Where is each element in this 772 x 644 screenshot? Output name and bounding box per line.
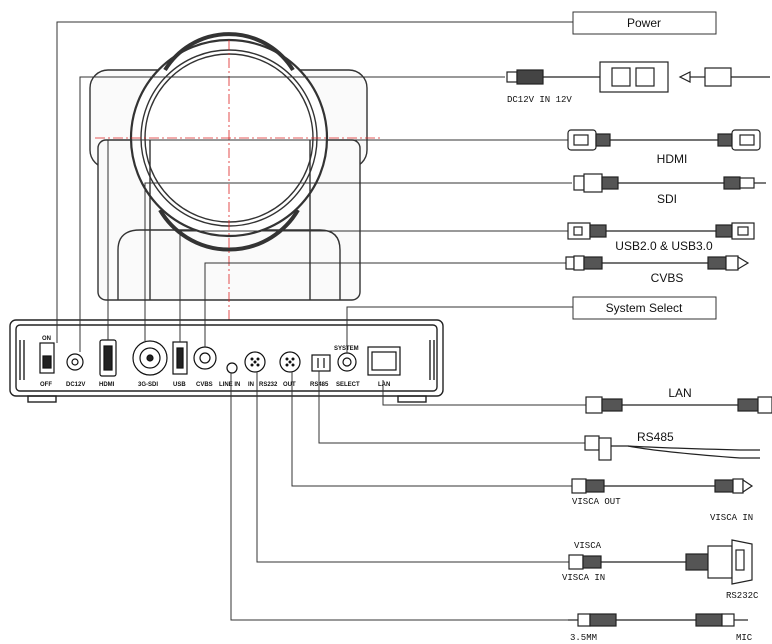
camera-base — [9, 319, 444, 403]
dc-leader — [79, 76, 505, 352]
center-lines — [95, 40, 380, 320]
leader-lines — [56, 21, 586, 621]
sdi-cable — [573, 173, 766, 193]
hdmi-leader — [107, 139, 568, 340]
dc-cable-label: DC12V IN 12V — [507, 95, 572, 105]
label-in: IN — [248, 382, 254, 388]
line-in-port — [226, 362, 238, 374]
label-rs232: RS232 — [259, 382, 278, 388]
label-out: OUT — [283, 382, 296, 388]
power-leader — [56, 21, 573, 343]
visca-out-leader — [291, 372, 572, 487]
rs232-pins — [250, 357, 295, 367]
visca-in-right-label: VISCA IN — [710, 513, 753, 523]
system-select-box — [572, 296, 717, 320]
cvbs-cable-label: CVBS — [651, 271, 684, 285]
visca-in-left-label: VISCA IN — [562, 573, 605, 583]
camera-head — [89, 32, 368, 301]
usb-leader — [179, 230, 568, 342]
label-usb: USB — [173, 382, 186, 388]
rs485-leader — [318, 371, 585, 444]
label-rs485: RS485 — [310, 382, 329, 388]
rs485-port — [311, 354, 331, 372]
label-off: OFF — [40, 382, 52, 388]
rs232-in-port — [244, 351, 266, 373]
visca-rs232-cable — [568, 539, 753, 585]
visca-in-leader — [256, 372, 569, 563]
lan-port — [367, 346, 401, 376]
rs485-cable-label: RS485 — [637, 430, 674, 444]
mm35-label: 3.5MM — [570, 633, 597, 643]
system-leader — [346, 306, 573, 353]
sdi-port — [132, 340, 168, 376]
sdi-cable-label: SDI — [657, 192, 677, 206]
usb-cable-label: USB2.0 & USB3.0 — [615, 239, 713, 253]
label-cvbs: CVBS — [196, 382, 213, 388]
rs485-cable — [584, 435, 760, 461]
rs232-out-port — [279, 351, 301, 373]
visca-out-cable — [571, 478, 754, 494]
mic-leader — [230, 373, 568, 621]
visca-top-label: VISCA — [574, 541, 602, 551]
lan-cable — [585, 396, 772, 414]
sdi-leader — [144, 182, 572, 341]
hdmi-cable-label: HDMI — [657, 152, 688, 166]
dc-cable — [506, 61, 770, 93]
power-switch — [39, 342, 55, 374]
label-select: SELECT — [336, 382, 360, 388]
lan-cable-label: LAN — [668, 386, 691, 400]
label-line-in: LINE IN — [219, 382, 240, 388]
system-select-title: System Select — [606, 301, 683, 315]
cvbs-cable — [565, 255, 750, 271]
rs232c-label: RS232C — [726, 591, 759, 601]
mic-cable — [568, 613, 748, 627]
label-system: SYSTEM — [334, 346, 359, 352]
power-title: Power — [627, 16, 661, 30]
cvbs-leader — [204, 262, 566, 347]
hdmi-cable — [567, 129, 761, 151]
usb-cable — [567, 222, 755, 240]
label-dc12v: DC12V — [66, 382, 85, 388]
dc-jack — [66, 353, 84, 371]
label-on: ON — [42, 336, 51, 342]
lan-leader — [382, 380, 586, 406]
label-lan: LAN — [378, 382, 390, 388]
power-box — [572, 11, 717, 35]
label-sdi: 3G-SDI — [138, 382, 158, 388]
visca-out-label: VISCA OUT — [572, 497, 621, 507]
label-hdmi: HDMI — [99, 382, 115, 388]
mic-label: MIC — [736, 633, 753, 643]
